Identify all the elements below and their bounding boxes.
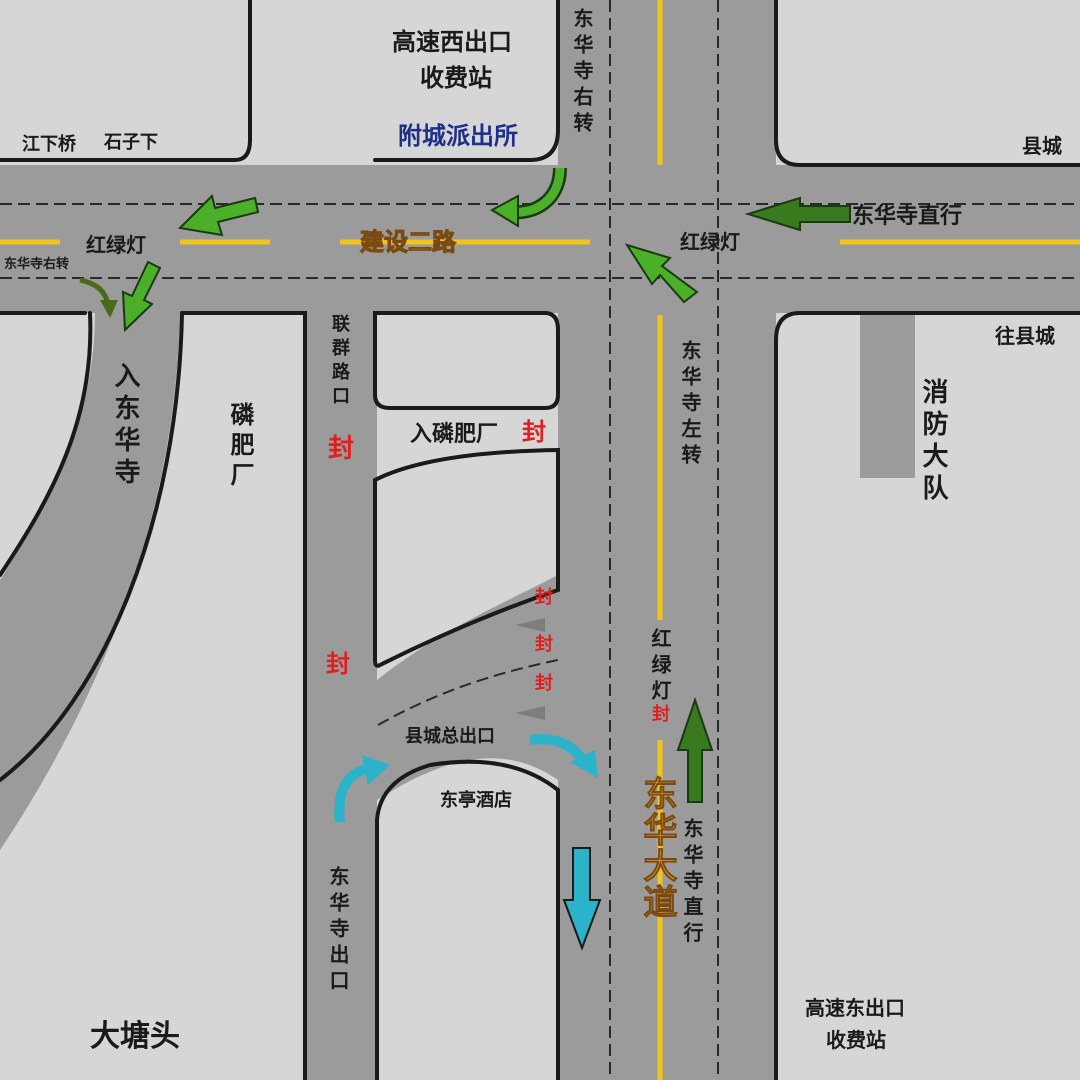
dash-exit-curve — [377, 659, 559, 726]
label-fire-brigade: 消防大队 — [918, 378, 948, 506]
label-to-county-town: 往县城 — [995, 324, 1055, 348]
arrow-cyan-down — [562, 847, 602, 951]
curb-donghuasi-outer — [0, 311, 184, 782]
label-jiangxiaqiao: 江下桥 — [22, 134, 76, 155]
curb-ne-block — [774, 0, 1080, 167]
arrow-cyan-up-curve — [334, 763, 372, 823]
label-donghuasi-straight-vertical: 东华寺直行 — [680, 818, 704, 948]
road-county-main-exit — [377, 575, 558, 800]
label-closed-lianqun-south: 封 — [326, 650, 350, 678]
label-county-town: 县城 — [1022, 134, 1062, 158]
label-highway-west-exit: 高速西出口 — [392, 28, 512, 56]
curb-lianqun-block-top — [373, 311, 560, 410]
road-to-donghuasi — [0, 313, 180, 850]
label-closed-lianqun: 封 — [328, 434, 355, 464]
label-fucheng-police: 附城派出所 — [398, 122, 518, 150]
road-fire-brigade-spur — [860, 313, 915, 478]
curb-nw-block — [0, 0, 252, 162]
label-enter-donghuasi: 入东华寺 — [110, 362, 140, 490]
label-county-main-exit: 县城总出口 — [405, 726, 495, 747]
lane-arrow-2 — [515, 706, 545, 720]
direction-arrows — [79, 167, 851, 951]
label-traffic-light-east: 红绿灯 — [680, 230, 740, 254]
curb-n-block — [373, 0, 560, 162]
label-closed-lane-1: 封 — [535, 587, 553, 608]
label-closed-lane-3: 封 — [535, 673, 553, 694]
label-jianshe-road-2: 建设二路 — [360, 228, 457, 256]
label-closed-phosphate: 封 — [522, 418, 546, 446]
curb-dongting-block — [375, 759, 560, 1080]
label-lianqun-road-mouth: 联群路口 — [329, 314, 350, 410]
curb-donghuasi-inner — [0, 311, 93, 577]
label-donghuasi-straight: 东华寺直行 — [852, 204, 963, 229]
arrow-straight-west — [744, 196, 851, 232]
label-toll-station-west: 收费站 — [420, 64, 492, 92]
arrow-left-turn — [624, 243, 699, 304]
label-toll-station-east: 收费站 — [826, 1028, 886, 1052]
label-datangtou: 大塘头 — [90, 1019, 180, 1054]
label-highway-east-exit: 高速东出口 — [805, 996, 905, 1020]
label-donghuasi-left-turn: 东华寺左转 — [678, 340, 702, 470]
label-enter-phosphate-factory: 入磷肥厂 — [410, 422, 499, 447]
arrow-cyan-exit-head — [570, 750, 598, 778]
label-phosphate-factory: 磷肥厂 — [226, 402, 254, 492]
label-donghua-avenue: 东华大道 — [637, 776, 678, 921]
road-jianshe-2 — [0, 165, 1080, 313]
label-donghuasi-right-turn-vertical: 东华寺右转 — [570, 8, 594, 138]
arrow-cyan-up-head — [362, 755, 390, 785]
label-traffic-light-west: 红绿灯 — [86, 233, 146, 257]
label-traffic-light-south: 红绿灯 — [648, 628, 672, 706]
label-donghuasi-right-turn-small: 东华寺右转 — [4, 257, 70, 272]
label-dongting-hotel: 东亭酒店 — [440, 790, 512, 811]
label-shizixia: 石子下 — [104, 132, 158, 153]
label-closed-lane-2: 封 — [535, 634, 553, 655]
curb-wedge-block — [373, 447, 560, 668]
arrow-straight-north — [676, 696, 714, 803]
road-lianqun — [305, 313, 377, 1080]
lane-arrow-1 — [515, 618, 545, 632]
arrow-right-turn-head — [489, 194, 519, 228]
arrow-green-west-turn — [177, 194, 260, 237]
curb-e-south — [774, 311, 1080, 1080]
arrow-donghuasi-right-turn-head — [100, 300, 118, 318]
arrow-green-enter-donghuasi — [121, 260, 162, 333]
label-closed-south-light: 封 — [652, 704, 670, 725]
label-donghuasi-exit: 东华寺出口 — [326, 866, 350, 996]
